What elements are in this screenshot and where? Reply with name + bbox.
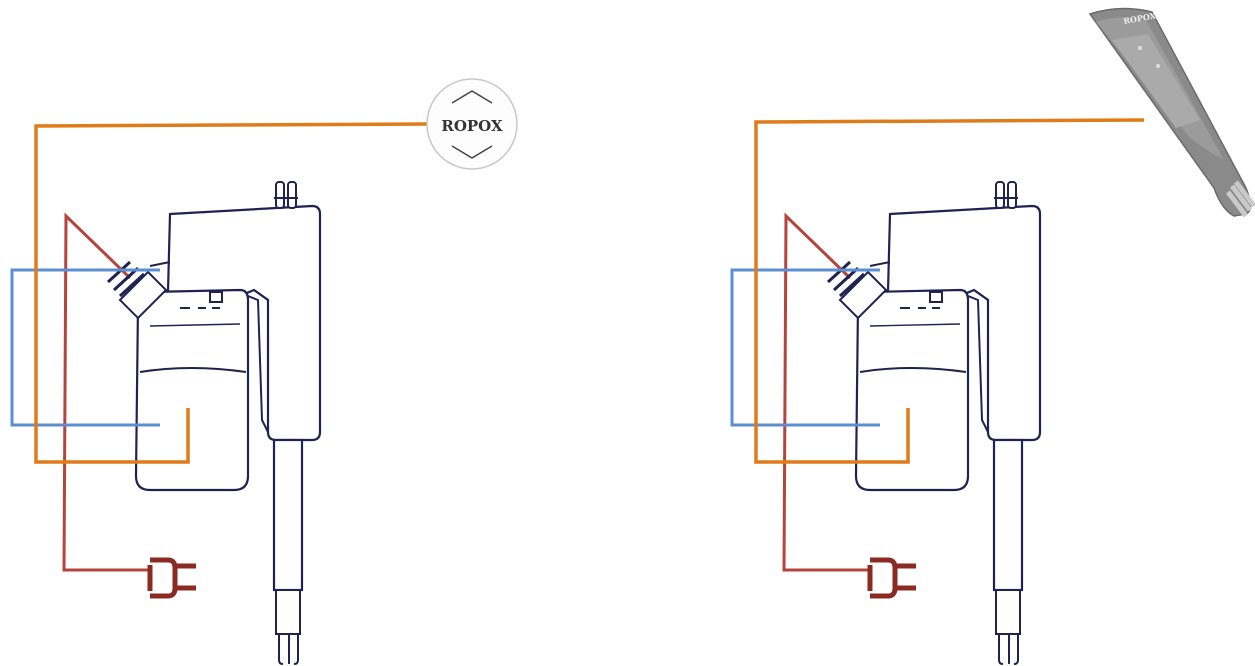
ropox-logo: ROPOX bbox=[441, 117, 503, 135]
round-control-button[interactable]: ROPOX bbox=[427, 79, 517, 169]
power-plug-left bbox=[150, 560, 196, 596]
left-diagram: ROPOX bbox=[12, 79, 517, 664]
right-diagram bbox=[732, 120, 1144, 664]
actuator-right bbox=[828, 182, 1040, 664]
down-arrow-icon[interactable] bbox=[1156, 64, 1160, 68]
up-arrow-icon[interactable] bbox=[1138, 46, 1142, 50]
power-plug-right bbox=[870, 560, 916, 596]
actuator-left bbox=[108, 182, 320, 664]
hand-remote-control[interactable]: ROPOX bbox=[1090, 8, 1254, 216]
